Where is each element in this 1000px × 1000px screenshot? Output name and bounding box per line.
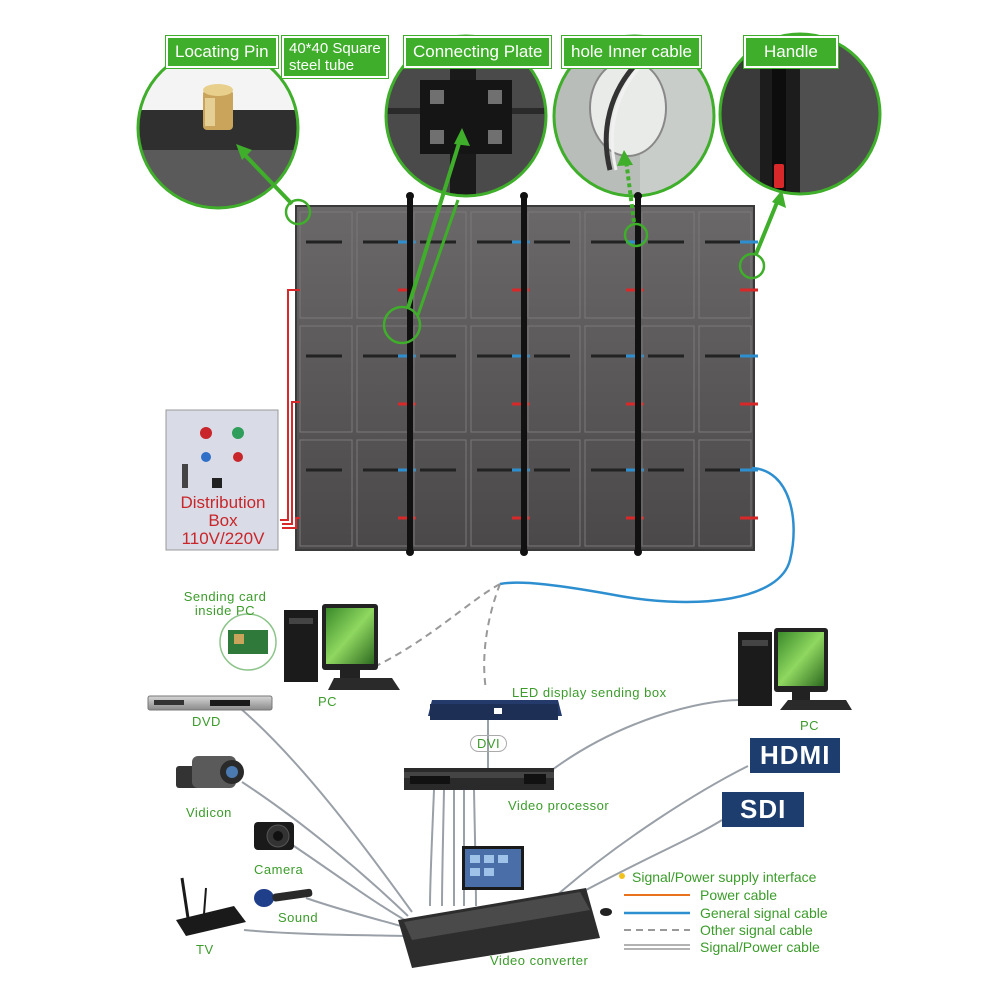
pc-right-graphic — [738, 628, 852, 710]
pc-left-label: PC — [318, 694, 338, 709]
camera-graphic — [254, 822, 294, 850]
led-cabinet-wall — [295, 192, 758, 556]
square-tube-label-line1: 40*40 Square — [289, 40, 381, 57]
locating-pin-label: Locating Pin — [166, 36, 278, 68]
hole-inner-cable-label: hole Inner cable — [562, 36, 701, 68]
led-sending-box-graphic — [428, 700, 562, 720]
cabinet-module — [299, 211, 353, 319]
sending-card-line2: inside PC — [194, 603, 256, 618]
cabinet-module — [698, 325, 752, 433]
vidicon-label: Vidicon — [186, 805, 232, 820]
cabinet-module — [299, 325, 353, 433]
pc-right-label: PC — [800, 718, 820, 733]
pointer-arrowheads — [236, 128, 786, 208]
connecting-plate-label: Connecting Plate — [404, 36, 552, 68]
cabinet-module — [698, 211, 752, 319]
sending-card-label: Sending card inside PC — [170, 590, 280, 618]
dvd-label: DVD — [192, 714, 221, 729]
dvd-player-graphic — [147, 695, 273, 711]
video-processor-graphic — [404, 768, 554, 790]
video-converter-label: Video converter — [490, 953, 589, 968]
sdi-badge: SDI — [722, 792, 805, 827]
cabinet-module — [527, 211, 581, 319]
sending-card-line1: Sending card — [183, 589, 267, 604]
legend-item-signal-power: Signal/Power cable — [700, 939, 820, 955]
tv-box-graphic — [176, 877, 246, 936]
legend-item-interface: Signal/Power supply interface — [632, 869, 817, 885]
signal-cable — [371, 466, 795, 691]
tv-label: TV — [196, 942, 214, 957]
cabinet-module — [698, 439, 752, 547]
camera-label: Camera — [254, 862, 304, 877]
power-cables — [280, 289, 300, 529]
video-processor-label: Video processor — [508, 798, 610, 813]
distribution-box-label: Distribution Box 110V/220V — [166, 494, 280, 548]
cabinet-module — [641, 325, 695, 433]
distribution-box-graphic — [165, 409, 279, 551]
distribution-box-line1: Distribution — [180, 493, 266, 512]
cabinet-module — [527, 325, 581, 433]
square-tube-label: 40*40 Square steel tube — [282, 36, 388, 78]
legend-item-power: Power cable — [700, 887, 778, 903]
distribution-box-line3: 110V/220V — [181, 529, 265, 548]
distribution-box-line2: Box — [208, 511, 238, 530]
microphone-graphic — [254, 888, 313, 907]
cabinet-module — [641, 439, 695, 547]
vidicon-graphic — [176, 756, 244, 788]
square-tube-label-line2: steel tube — [289, 57, 355, 74]
video-converter-graphic — [398, 846, 612, 968]
hdmi-badge: HDMI — [750, 738, 841, 773]
pc-left-graphic — [219, 604, 400, 690]
cabinet-module — [413, 439, 467, 547]
dvi-label: DVI — [470, 735, 508, 752]
legend-item-other-signal: Other signal cable — [700, 922, 813, 938]
cabinet-module — [413, 325, 467, 433]
handle-label: Handle — [744, 36, 838, 68]
legend-graphics — [619, 873, 690, 950]
cabinet-module — [527, 439, 581, 547]
led-sending-box-label: LED display sending box — [512, 685, 667, 700]
legend-item-general-signal: General signal cable — [700, 905, 828, 921]
sound-label: Sound — [278, 910, 319, 925]
cabinet-module — [641, 211, 695, 319]
cabinet-module — [413, 211, 467, 319]
cabinet-module — [299, 439, 353, 547]
callout-pointers — [240, 139, 780, 345]
device-cables — [239, 699, 749, 937]
